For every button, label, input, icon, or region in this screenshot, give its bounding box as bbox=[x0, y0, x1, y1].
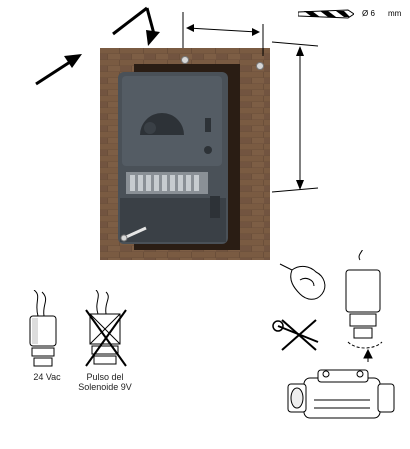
drill-diameter: Ø 6 bbox=[362, 9, 375, 18]
hand-tighten-icon bbox=[280, 264, 325, 299]
solenoid-illustration bbox=[20, 290, 145, 372]
valve-installation-illustration bbox=[270, 250, 400, 445]
label-24vac: 24 Vac bbox=[22, 372, 72, 382]
solenoid-9v-icon bbox=[86, 290, 126, 366]
drill-bit-spec: Ø 6 mm bbox=[298, 6, 408, 22]
crossed-wrench-icon bbox=[273, 320, 318, 350]
vertical-dimension-arrow bbox=[272, 42, 318, 192]
label-9v-pulse: Pulso del Solenoide 9V bbox=[70, 372, 140, 392]
drill-unit: mm bbox=[388, 9, 401, 18]
drill-bit-icon bbox=[298, 8, 354, 20]
solenoid-24vac-icon bbox=[30, 290, 56, 366]
controller-unit bbox=[118, 72, 228, 244]
rotate-arrow-icon bbox=[348, 342, 382, 362]
solenoid-actuator-icon bbox=[346, 250, 380, 338]
valve-body-icon bbox=[288, 370, 394, 418]
wall-mount-illustration bbox=[0, 0, 410, 260]
